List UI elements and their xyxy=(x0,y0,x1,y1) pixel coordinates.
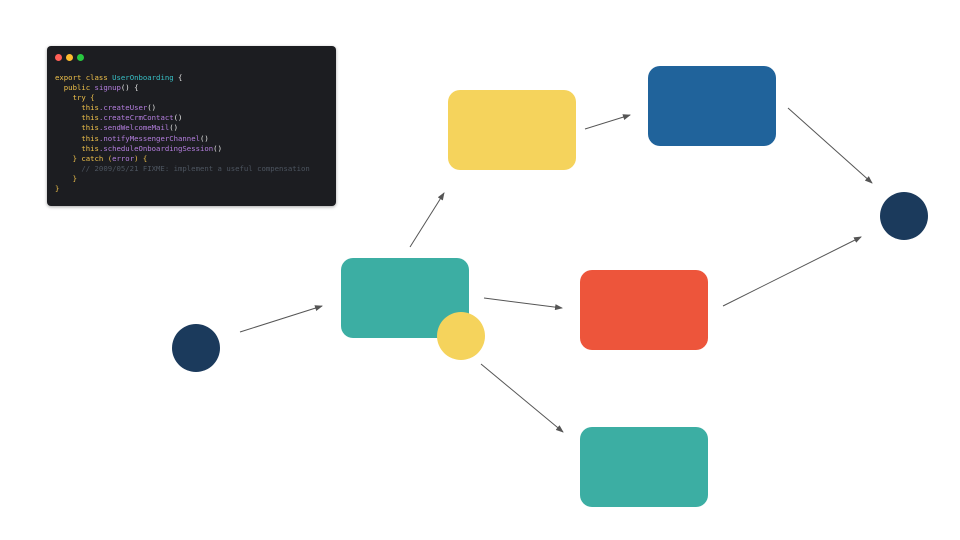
edge-messenger-task-to-end xyxy=(722,236,862,307)
code-token: () xyxy=(173,113,183,123)
code-token: public xyxy=(55,83,95,93)
edge-welcome-mail-task-to-end xyxy=(787,107,873,184)
edge-create-user-task-to-messenger-task xyxy=(483,297,563,311)
boundary-error-event-circle[interactable] xyxy=(437,312,485,360)
code-token: .sendWelcomeMail xyxy=(98,123,170,133)
code-token: signup xyxy=(94,83,121,93)
code-token: this xyxy=(55,103,99,113)
close-dot-icon[interactable] xyxy=(55,54,62,61)
code-token: .notifyMessengerChannel xyxy=(98,133,200,143)
welcome-mail-task-box[interactable] xyxy=(648,66,776,146)
messenger-task-box[interactable] xyxy=(580,270,708,350)
code-token: .createCrmContact xyxy=(98,113,174,123)
code-token: error xyxy=(112,153,135,163)
code-token: this xyxy=(55,143,99,153)
code-token: } catch ( xyxy=(55,153,113,163)
code-line: this.notifyMessengerChannel() xyxy=(55,134,328,144)
start-circle[interactable] xyxy=(172,324,220,372)
code-token: () { xyxy=(120,83,139,93)
code-block: export class UserOnboarding { public sig… xyxy=(55,73,328,194)
code-token: } xyxy=(55,173,77,183)
code-line: this.createUser() xyxy=(55,103,328,113)
code-line: this.scheduleOnboardingSession() xyxy=(55,144,328,154)
code-line: this.sendWelcomeMail() xyxy=(55,123,328,133)
code-token: export class xyxy=(55,73,113,82)
code-token: try { xyxy=(55,93,95,103)
edge-boundary-error-event-to-compensation-task xyxy=(480,363,564,433)
code-window: export class UserOnboarding { public sig… xyxy=(47,46,336,206)
edge-crm-contact-task-to-welcome-mail-task xyxy=(584,114,631,130)
end-circle[interactable] xyxy=(880,192,928,240)
edge-start-to-create-user-task xyxy=(239,305,323,333)
code-token: () xyxy=(213,143,222,153)
minimize-dot-icon[interactable] xyxy=(66,54,73,61)
code-token: } xyxy=(55,184,60,194)
code-line: public signup() { xyxy=(55,83,328,93)
code-token: .scheduleOnboardingSession xyxy=(98,143,214,153)
compensation-task-box[interactable] xyxy=(580,427,708,507)
code-token: UserOnboarding xyxy=(112,73,174,82)
edge-create-user-task-to-crm-contact-task xyxy=(409,192,445,248)
code-token: () xyxy=(147,103,157,113)
code-token: .createUser xyxy=(98,103,148,113)
code-line: } xyxy=(55,174,328,184)
code-line: } xyxy=(55,184,328,194)
code-line: // 2009/05/21 FIXME: implement a useful … xyxy=(55,164,328,174)
code-line: } catch (error) { xyxy=(55,154,328,164)
code-token: this xyxy=(55,123,99,133)
code-token: this xyxy=(55,133,99,143)
crm-contact-task-box[interactable] xyxy=(448,90,576,170)
code-token: () xyxy=(169,123,179,133)
code-line: this.createCrmContact() xyxy=(55,113,328,123)
code-line: export class UserOnboarding { xyxy=(55,73,328,83)
code-token: { xyxy=(173,73,183,82)
window-controls xyxy=(55,54,328,61)
zoom-dot-icon[interactable] xyxy=(77,54,84,61)
code-line: try { xyxy=(55,93,328,103)
code-token: // 2009/05/21 FIXME: implement a useful … xyxy=(55,163,310,173)
code-token: () xyxy=(199,133,209,143)
code-token: ) { xyxy=(134,153,148,163)
code-token: this xyxy=(55,113,99,123)
